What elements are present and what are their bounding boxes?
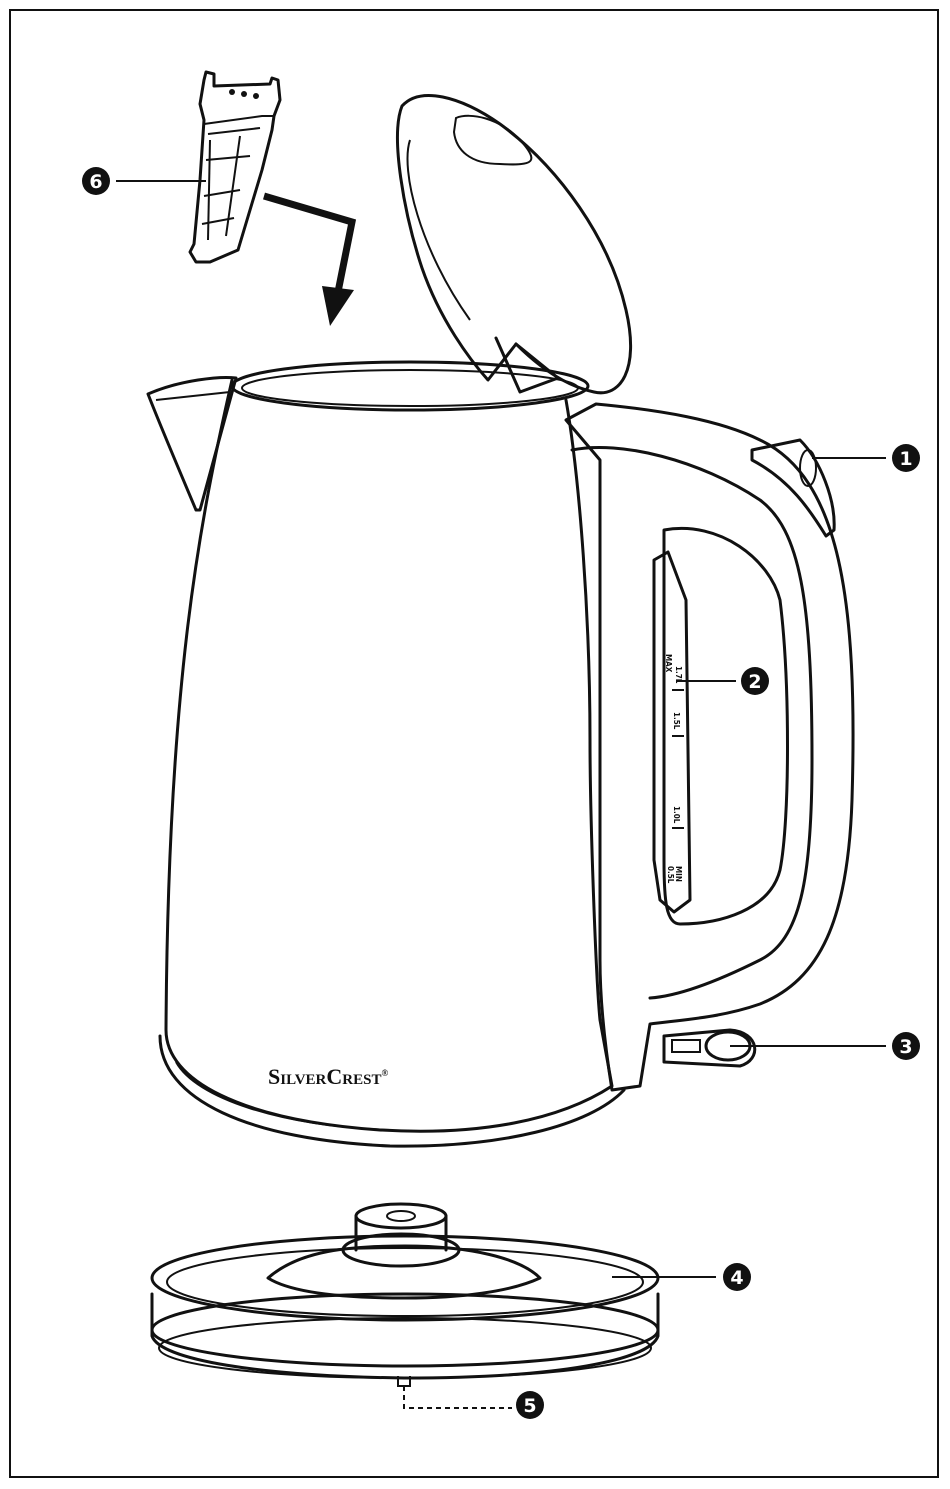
kettle-lid [398,96,631,393]
callout-1: 1 [892,444,920,472]
scale-max: MAX [664,654,673,673]
callout-4: 4 [723,1263,751,1291]
kettle-body [148,362,853,1146]
page-frame [10,10,938,1477]
svg-text:5: 5 [523,1395,536,1417]
water-level-scale: MAX 1.7L 1.5L 1.0L 0.5L MIN [664,654,684,884]
svg-text:3: 3 [899,1036,912,1058]
scale-1-0l: 1.0L [672,806,681,824]
svg-text:2: 2 [748,671,761,693]
callout-2: 2 [741,667,769,695]
scale-1-5l: 1.5L [672,712,681,730]
callout-3: 3 [892,1032,920,1060]
leader-5 [404,1386,512,1408]
callout-6: 6 [82,167,110,195]
insert-arrow [264,196,354,326]
scale-0-5l: 0.5L [666,866,675,884]
svg-text:4: 4 [730,1267,743,1289]
callout-5: 5 [516,1391,544,1419]
base-station [152,1204,658,1386]
scale-min: MIN [674,866,683,882]
limescale-filter [190,72,280,262]
svg-text:6: 6 [89,171,102,193]
silvercrest-logo: SILVERCREST® [268,1064,388,1089]
svg-text:1: 1 [899,448,912,470]
